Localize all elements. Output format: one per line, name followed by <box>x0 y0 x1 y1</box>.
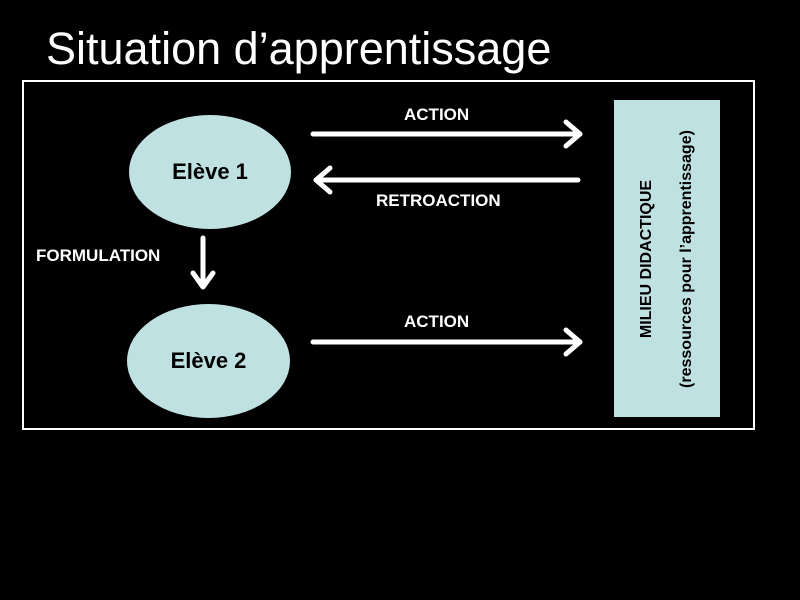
action-label-top: ACTION <box>404 105 470 124</box>
retroaction-label: RETROACTION <box>376 191 501 210</box>
formulation-label: FORMULATION <box>36 246 161 265</box>
eleve-1-node: Elève 1 <box>129 115 291 229</box>
eleve-1-label: Elève 1 <box>172 159 248 184</box>
diagram-frame <box>22 80 755 430</box>
formulation-arrow <box>190 235 216 290</box>
action-label-bottom: ACTION <box>404 312 470 331</box>
action-arrow-bottom <box>310 327 583 357</box>
milieu-text: MILIEU DIDACTIQUE (ressources pour l’app… <box>627 100 707 417</box>
action-arrow-top <box>310 119 583 149</box>
milieu-title: MILIEU DIDACTIQUE <box>638 179 655 338</box>
eleve-2-node: Elève 2 <box>127 304 290 418</box>
milieu-didactique-box: MILIEU DIDACTIQUE (ressources pour l’app… <box>614 100 720 417</box>
eleve-2-label: Elève 2 <box>170 348 247 373</box>
retroaction-arrow <box>313 165 581 195</box>
milieu-subtitle: (ressources pour l’apprentissage) <box>678 129 695 388</box>
slide-title: Situation d’apprentissage <box>46 23 552 74</box>
